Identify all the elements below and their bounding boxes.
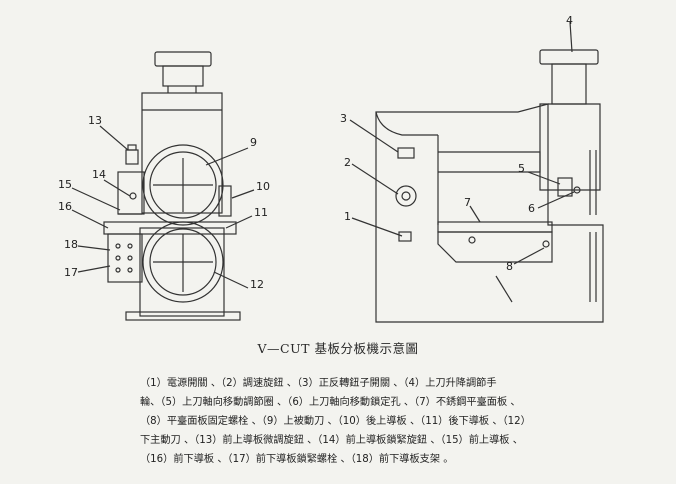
axial-lock-hole bbox=[573, 186, 581, 194]
upper-housing bbox=[141, 92, 223, 214]
front-upper-guide bbox=[117, 171, 145, 215]
callout-7: 7 bbox=[464, 196, 471, 209]
lift-handwheel bbox=[539, 49, 599, 65]
guide-plate-front bbox=[103, 221, 237, 235]
callout-8: 8 bbox=[506, 260, 513, 273]
upper-passive-blade bbox=[142, 144, 224, 226]
callout-17: 17 bbox=[64, 266, 78, 279]
callout-18: 18 bbox=[64, 238, 78, 251]
callout-15: 15 bbox=[58, 178, 72, 191]
callout-10: 10 bbox=[256, 180, 270, 193]
callout-16: 16 bbox=[58, 200, 72, 213]
rear-upper-guide bbox=[218, 185, 232, 217]
callout-13: 13 bbox=[88, 114, 102, 127]
callout-3: 3 bbox=[340, 112, 347, 125]
callout-12: 12 bbox=[250, 278, 264, 291]
platform-bolt bbox=[542, 240, 550, 248]
legend-line: （8）平臺面板固定螺栓 、（9）上被動刀 、（10）後上導板 、（11）後下導板… bbox=[140, 416, 531, 427]
callout-14: 14 bbox=[92, 168, 106, 181]
direction-switch bbox=[397, 147, 415, 159]
platform-panel bbox=[437, 221, 553, 233]
callout-2: 2 bbox=[344, 156, 351, 169]
callout-4: 4 bbox=[566, 14, 573, 27]
legend-line: （16）前下導板 、（17）前下導板鎖緊螺栓 、（18）前下導板支架 。 bbox=[140, 454, 454, 465]
parts-legend: （1）電源開關 、（2）調速旋鈕 、（3）正反轉鈕子開關 、（4）上刀升降調節手… bbox=[140, 374, 540, 469]
base-front bbox=[125, 311, 241, 321]
legend-line: （1）電源開關 、（2）調速旋鈕 、（3）正反轉鈕子開關 、（4）上刀升降調節手 bbox=[140, 378, 497, 389]
power-switch bbox=[398, 231, 412, 242]
lower-drive-blade bbox=[142, 221, 224, 303]
adjust-knob-front bbox=[154, 51, 212, 67]
fine-adjust-knob-13 bbox=[125, 149, 139, 165]
callout-6: 6 bbox=[528, 202, 535, 215]
lower-housing bbox=[139, 227, 225, 317]
side-body bbox=[375, 103, 604, 323]
legend-line: 輪、（5）上刀軸向移動調節圈 、（6）上刀軸向移動鎖定孔 、（7）不銹鋼平臺面板… bbox=[140, 397, 521, 408]
figure-caption: V—CUT 基板分板機示意圖 bbox=[257, 341, 419, 356]
front-lower-bracket bbox=[107, 233, 143, 283]
callout-11: 11 bbox=[254, 206, 268, 219]
callout-9: 9 bbox=[250, 136, 257, 149]
callout-5: 5 bbox=[518, 162, 525, 175]
legend-line: 下主動刀 、（13）前上導板微調旋鈕 、（14）前上導板鎖緊旋鈕 、（15）前上… bbox=[140, 435, 523, 446]
knob-neck bbox=[162, 65, 204, 87]
lift-column bbox=[551, 63, 587, 105]
speed-knob bbox=[395, 185, 417, 207]
callout-1: 1 bbox=[344, 210, 351, 223]
